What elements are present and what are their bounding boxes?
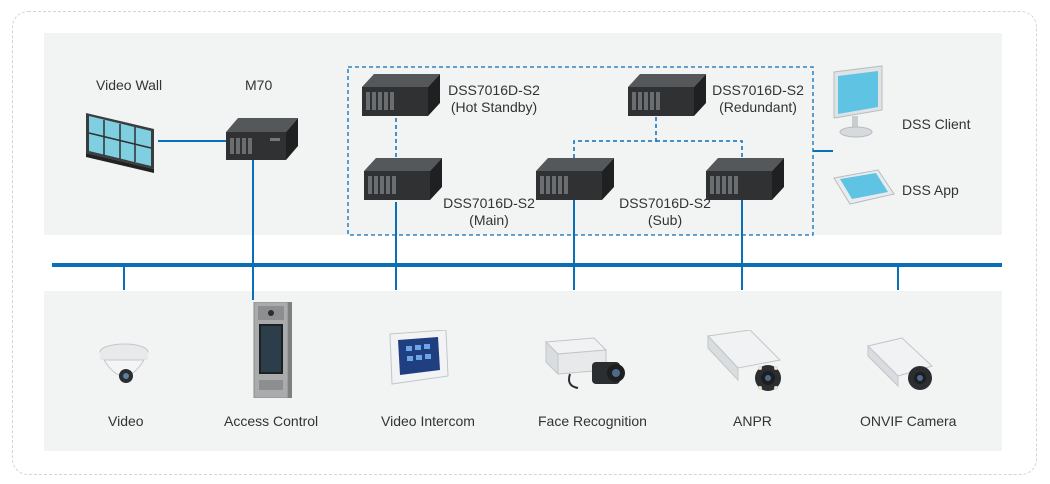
dss-sub-server-1-icon — [536, 158, 614, 200]
redundant-model: DSS7016D-S2 — [712, 82, 804, 98]
main-label: DSS7016D-S2 (Main) — [441, 195, 537, 229]
box-camera-icon — [544, 337, 625, 389]
monitor-icon — [833, 65, 883, 138]
link-redundant-sub — [573, 110, 657, 158]
hot-standby-model: DSS7016D-S2 — [448, 82, 540, 98]
dss-sub-server-2-icon — [706, 158, 784, 200]
smartphone-icon — [833, 169, 895, 205]
link-sub-sub — [656, 140, 743, 158]
dss-main-server-icon — [364, 158, 442, 200]
intercom-monitor-icon — [389, 330, 449, 385]
access-control-panel-icon — [253, 302, 292, 398]
anpr-label: ANPR — [733, 413, 772, 429]
dss-client-label: DSS Client — [902, 116, 971, 132]
face-recognition-label: Face Recognition — [538, 413, 647, 429]
video-wall-icon — [86, 113, 154, 173]
sub-label: DSS7016D-S2 (Sub) — [617, 195, 713, 229]
redundant-role: (Redundant) — [719, 99, 797, 115]
redundant-label: DSS7016D-S2 (Redundant) — [710, 82, 806, 116]
dss-app-label: DSS App — [902, 182, 959, 198]
diagram-frame — [12, 11, 1037, 475]
main-model: DSS7016D-S2 — [443, 195, 535, 211]
hot-standby-role: (Hot Standby) — [450, 99, 538, 115]
onvif-camera-label: ONVIF Camera — [860, 413, 957, 429]
m70-label: M70 — [245, 77, 273, 93]
hot-standby-label: DSS7016D-S2 (Hot Standby) — [446, 82, 542, 116]
device-panel — [44, 291, 1002, 451]
video-label: Video — [108, 413, 144, 429]
dss-redundant-server-icon — [628, 74, 706, 116]
access-control-label: Access Control — [224, 413, 319, 429]
sub-model: DSS7016D-S2 — [619, 195, 711, 211]
sub-role: (Sub) — [647, 212, 683, 228]
m70-server-icon — [226, 118, 298, 160]
dome-camera-icon — [99, 343, 149, 383]
dss-hot-standby-server-icon — [362, 74, 440, 116]
onvif-camera-icon — [867, 337, 933, 390]
main-role: (Main) — [469, 212, 509, 228]
video-wall-label: Video Wall — [96, 77, 163, 93]
anpr-camera-icon — [706, 330, 782, 391]
video-intercom-label: Video Intercom — [381, 413, 475, 429]
